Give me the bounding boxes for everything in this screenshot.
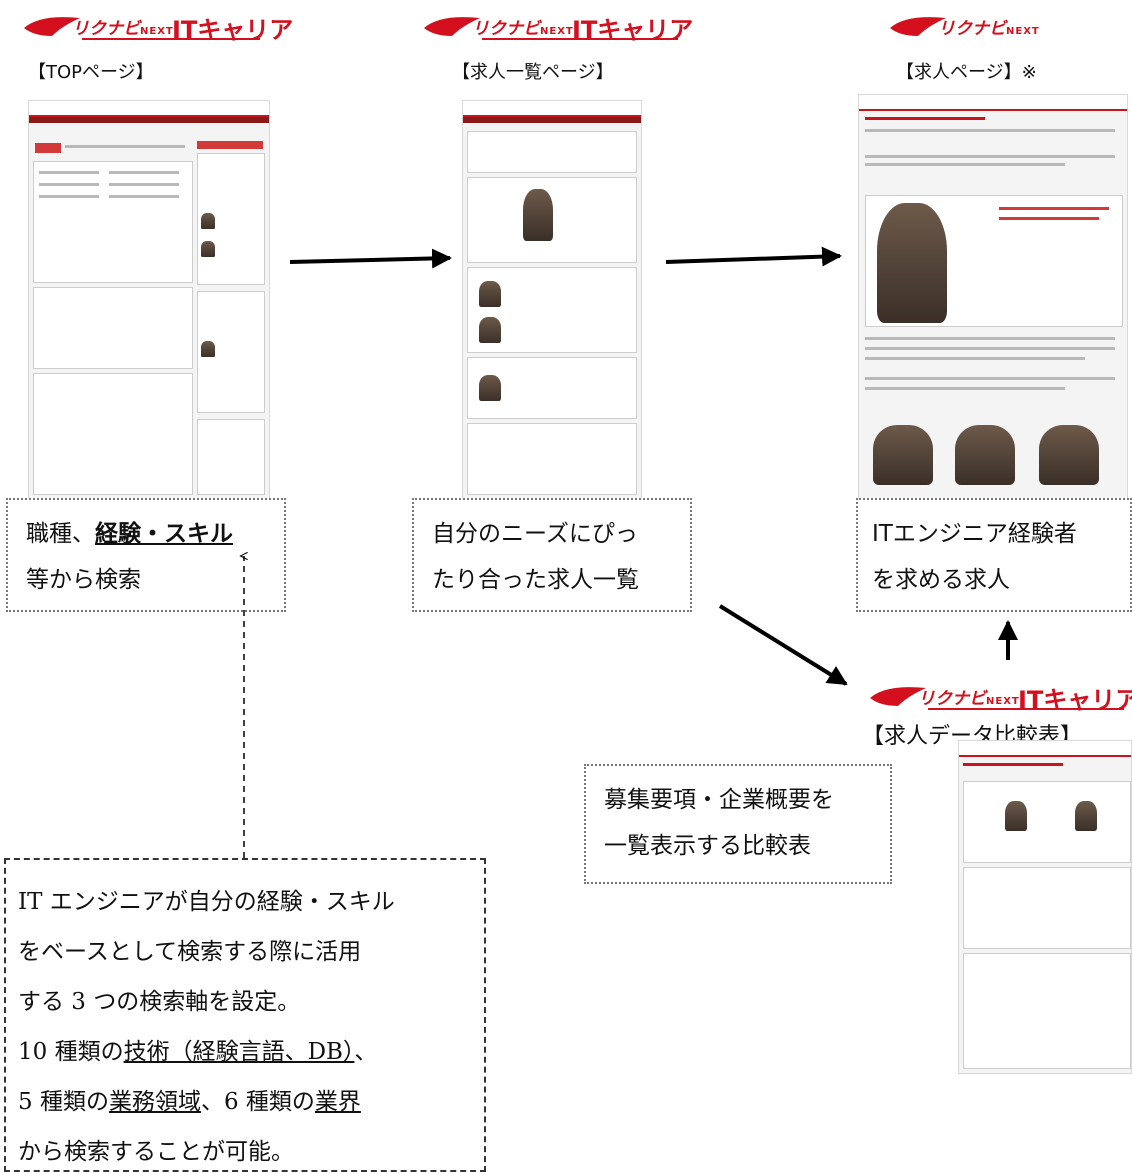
description-box-list: 自分のニーズにぴっ たり合った求人一覧 [412,498,692,612]
swoosh-icon [890,17,946,36]
search-axis-note: IT エンジニアが自分の経験・スキル をベースとして検索する際に活用 する 3 … [4,858,486,1172]
swoosh-icon [424,17,480,36]
logo-top: リクナビNEXT ITキャリア [22,8,293,44]
swoosh-icon [24,17,80,36]
screenshot-compare-page [958,740,1132,1074]
logo-compare: リクナビNEXT ITキャリア [868,678,1132,714]
screenshot-job-page [858,94,1128,500]
caption-job: 【求人ページ】※ [896,62,1037,83]
logo-job: リクナビNEXT [888,8,1048,42]
logo-list: リクナビNEXT ITキャリア [422,8,693,44]
arrow-top-to-list [289,248,452,269]
description-box-job: ITエンジニア経験者 を求める求人 [856,498,1132,612]
caption-list: 【求人一覧ページ】 [452,62,614,83]
description-box-top: 職種、経験・スキル 等から検索 [6,498,286,612]
arrow-list-to-compare [718,604,848,686]
screenshot-list-page [462,100,642,500]
description-box-compare: 募集要項・企業概要を 一覧表示する比較表 [584,764,892,884]
screenshot-top-page [28,100,270,500]
swoosh-icon [870,687,926,706]
arrow-list-to-job [665,246,842,267]
caption-top: 【TOPページ】 [28,62,154,83]
